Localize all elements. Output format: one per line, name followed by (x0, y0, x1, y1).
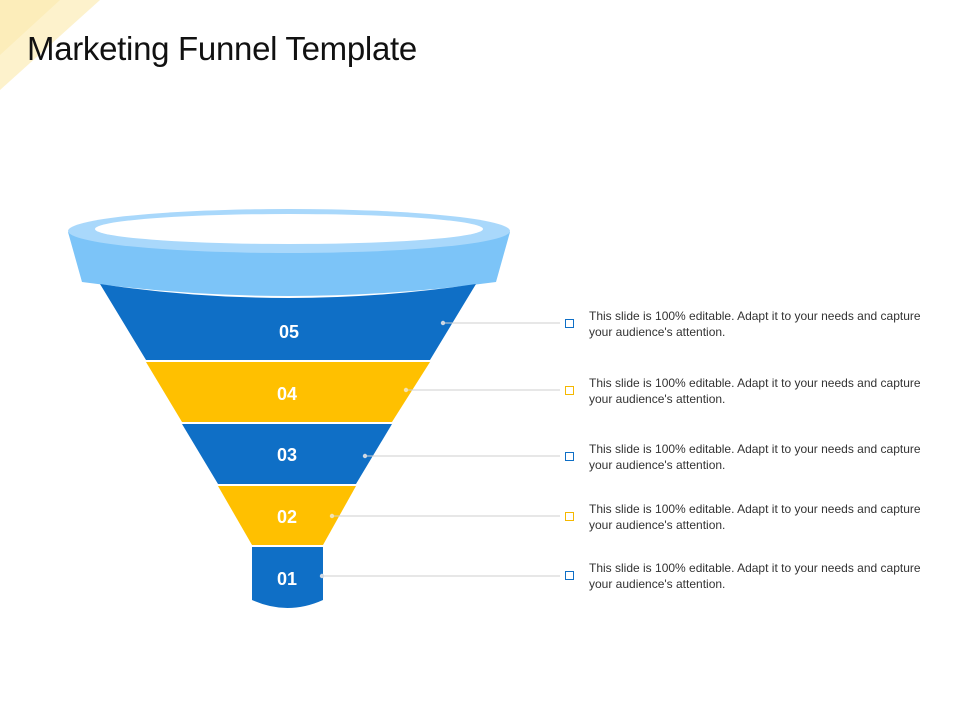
stage-03-marker-icon (565, 452, 574, 461)
stage-04-marker-icon (565, 386, 574, 395)
stage-01-description: This slide is 100% editable. Adapt it to… (589, 561, 921, 591)
connector-dot (329, 513, 335, 519)
stage-02-marker-icon (565, 512, 574, 521)
stage-03-description: This slide is 100% editable. Adapt it to… (589, 442, 921, 472)
stage-01-marker-icon (565, 571, 574, 580)
stage-04-segment (146, 362, 430, 422)
stage-04-description: This slide is 100% editable. Adapt it to… (589, 376, 921, 406)
stage-05-marker-icon (565, 319, 574, 328)
stage-04-label: 04 (277, 384, 297, 404)
stage-05-description: This slide is 100% editable. Adapt it to… (589, 309, 921, 339)
stage-01-label: 01 (277, 569, 297, 589)
corner-accent (0, 0, 100, 90)
connector-dot (403, 387, 409, 393)
page-title: Marketing Funnel Template (27, 30, 417, 67)
connector-dot (319, 573, 325, 579)
stage-02-segment (218, 486, 356, 545)
stage-02-label: 02 (277, 507, 297, 527)
connector-dot (440, 320, 446, 326)
connector-dot (362, 453, 368, 459)
funnel-rim-opening (95, 214, 483, 244)
stage-05-label: 05 (279, 322, 299, 342)
stage-01-segment (252, 547, 323, 608)
stage-05-segment (100, 284, 476, 360)
connectors (319, 320, 560, 579)
stage-02-description: This slide is 100% editable. Adapt it to… (589, 502, 921, 532)
stage-03-label: 03 (277, 445, 297, 465)
stage-03-segment (182, 424, 392, 484)
